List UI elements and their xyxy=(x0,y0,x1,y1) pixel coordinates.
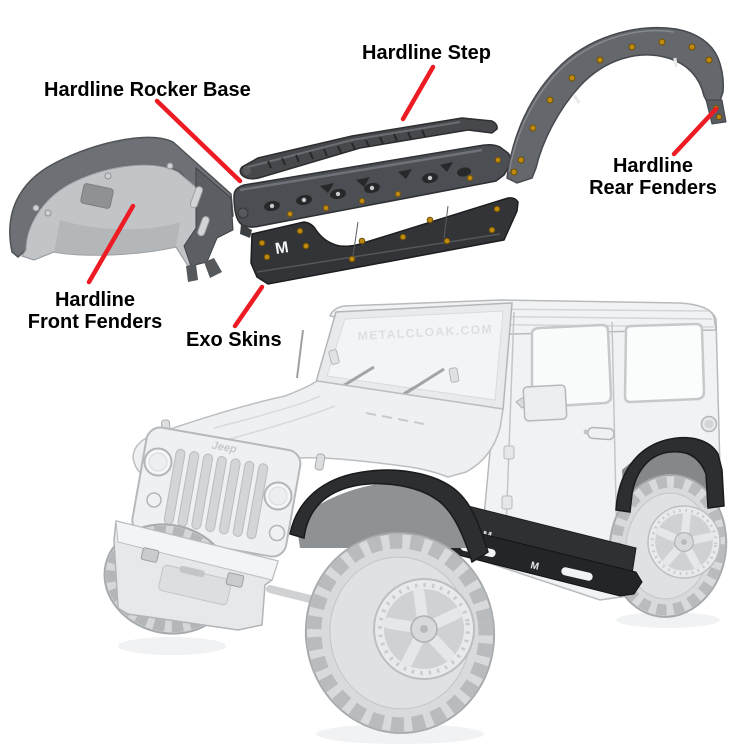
label-hardline-rear-fenders: Hardline Rear Fenders xyxy=(577,155,729,199)
turn-signal-right xyxy=(268,524,286,542)
fuel-filler xyxy=(700,415,718,433)
step-slot-2 xyxy=(561,567,593,581)
part-rocker-base xyxy=(233,143,512,238)
hood-vents xyxy=(365,412,425,425)
label-rear-fenders-line1: Hardline xyxy=(612,155,694,177)
rear-fender-flare xyxy=(615,436,725,513)
windshield-hinge-left xyxy=(328,349,340,365)
step-brand-mark: M xyxy=(529,560,540,573)
label-hardline-rocker-base: Hardline Rocker Base xyxy=(44,79,251,101)
label-front-fenders-line1: Hardline xyxy=(54,289,136,311)
door-hinge-lower xyxy=(501,495,513,510)
headlight-left xyxy=(143,447,173,477)
callout-line-rear-fenders xyxy=(671,106,719,157)
hood-latch-right xyxy=(314,453,326,471)
front-bumper xyxy=(113,520,279,631)
label-front-fenders-line2: Front Fenders xyxy=(27,311,163,333)
callout-line-exo-skins xyxy=(232,284,265,329)
windshield-hinge-right xyxy=(448,367,460,383)
turn-signal-left xyxy=(146,492,162,508)
label-rear-fenders-line2: Rear Fenders xyxy=(589,177,717,199)
ground-shadows xyxy=(118,612,720,744)
quarter-window xyxy=(623,322,706,404)
label-exo-skins: Exo Skins xyxy=(186,329,282,351)
part-exo-skin: M xyxy=(250,197,519,285)
front-wheel-well xyxy=(296,482,478,548)
part-step xyxy=(239,117,498,180)
callout-lines xyxy=(86,64,719,329)
callout-line-front-fenders xyxy=(86,203,136,285)
door-handle xyxy=(583,426,615,441)
side-mirror xyxy=(522,384,568,422)
front-fender-flare xyxy=(289,469,489,564)
exo-skin-brand-mark: M xyxy=(274,239,290,258)
antenna xyxy=(296,329,304,379)
callout-line-step xyxy=(400,64,436,122)
door-hinge-upper xyxy=(503,445,515,460)
vehicle-illustration: METALCLOAK.COM xyxy=(103,299,734,734)
part-front-fender xyxy=(9,136,234,282)
headlight-right xyxy=(263,481,293,511)
label-hardline-front-fenders: Hardline Front Fenders xyxy=(0,289,190,333)
grille-badge: Jeep xyxy=(211,440,238,456)
callout-line-rocker-base xyxy=(154,98,243,184)
label-hardline-step: Hardline Step xyxy=(362,42,491,64)
